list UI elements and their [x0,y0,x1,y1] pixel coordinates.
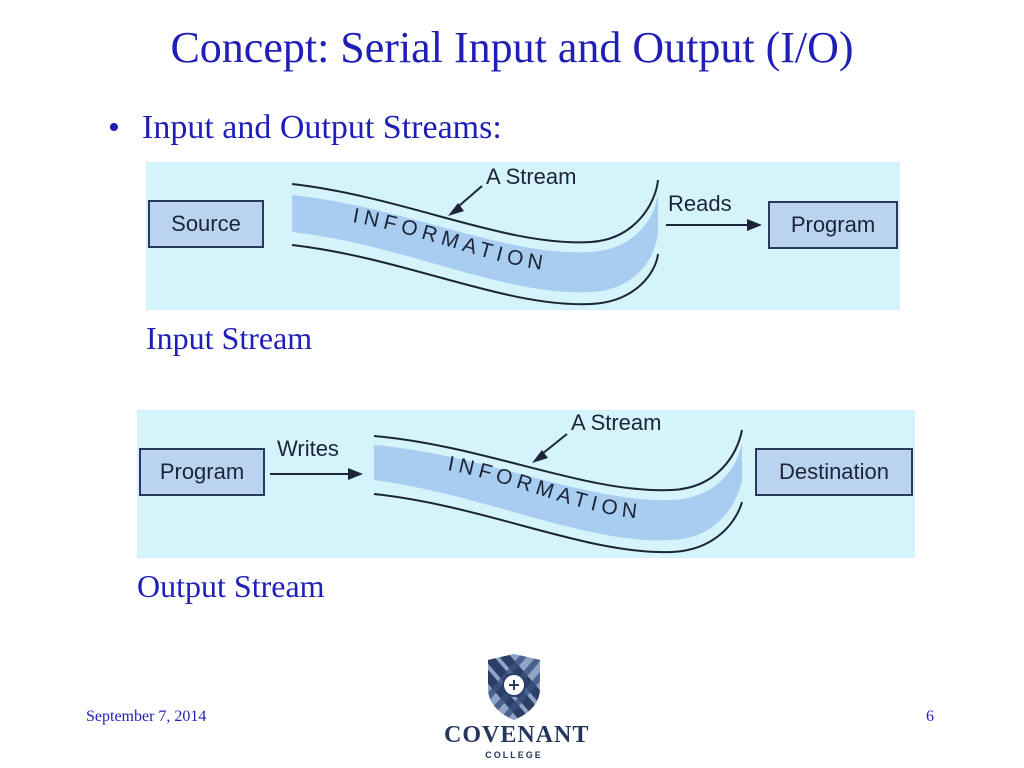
program-box: Program [768,201,898,249]
stream-label: A Stream [571,410,662,435]
reads-arrowhead [747,219,762,231]
output-stream-caption: Output Stream [137,568,325,604]
stream-band-top-edge [373,429,743,492]
input-stream-caption: Input Stream [146,320,313,356]
output-stream-diagram: INFORMATION Program Destination A Stream… [137,410,915,558]
stream-band-bottom-edge [373,493,743,554]
stream-band [292,192,658,293]
input-stream-graphic: INFORMATION [291,179,762,306]
program-box: Program [139,448,265,496]
logo-name: COVENANT [444,722,590,748]
stream-band-bottom-edge [291,244,659,306]
slide-title: Concept: Serial Input and Output (I/O) [170,23,854,72]
stream-pointer-arrowhead [532,450,548,463]
stream-label: A Stream [486,164,577,189]
bullet-text: Input and Output Streams: [142,109,502,146]
page-number: 6 [926,708,934,725]
stream-band-top-edge [291,179,659,244]
shield-icon [488,654,540,720]
output-stream-graphic: INFORMATION [270,429,743,554]
stream-band [374,443,742,541]
stream-pointer-arrowhead [448,203,464,216]
logo-subtitle: COLLEGE [485,750,543,760]
college-logo: COVENANT COLLEGE [444,652,590,764]
footer-date: September 7, 2014 [86,708,207,725]
source-box: Source [148,200,264,248]
destination-box: Destination [755,448,913,496]
reads-label: Reads [668,191,732,216]
writes-arrowhead [348,468,363,480]
bullet-item: • Input and Output Streams: [108,104,502,152]
writes-label: Writes [277,436,339,461]
bullet-dot: • [108,109,120,146]
input-stream-diagram: INFORMATION Source Program A Stream Read… [146,162,900,310]
